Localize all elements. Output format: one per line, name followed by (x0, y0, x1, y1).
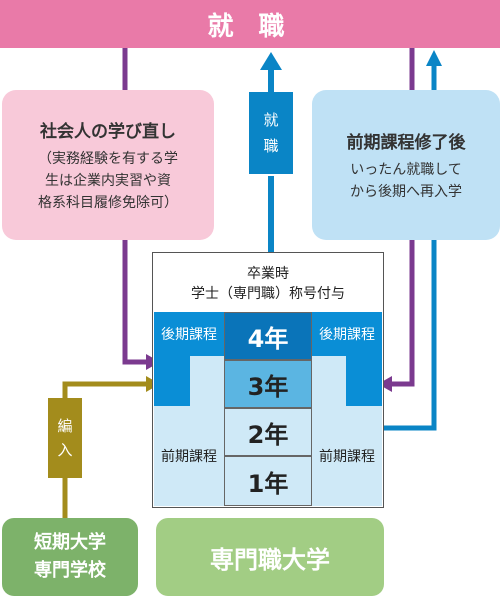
earlier-term-left: 前期課程 (154, 406, 224, 506)
employment-banner: 就 職 (0, 0, 500, 48)
later-term-left-label: 後期課程 (161, 327, 217, 343)
readmission-arrowhead (378, 376, 392, 392)
junior-college-line-1: 短期大学 (34, 532, 106, 553)
transfer-char-2: 入 (57, 441, 73, 459)
graduation-note: 卒業時 学士（専門職）称号付与 (152, 256, 384, 312)
employment-arrow-label: 就 職 (249, 92, 293, 174)
graduation-note-line-2: 学士（専門職）称号付与 (191, 286, 345, 302)
transfer-arrow (62, 381, 146, 518)
adult-learning-line-3: 格系科目履修免除可） (38, 194, 178, 211)
adult-entry-arrow (122, 48, 146, 365)
year-1-cell: 1年 (224, 456, 312, 506)
junior-college-box: 短期大学 専門学校 (2, 518, 138, 596)
later-term-left-step (154, 356, 190, 406)
earlier-term-left-label: 前期課程 (161, 449, 217, 465)
adult-learning-line-1: （実務経験を有する学 (38, 150, 178, 167)
graduation-note-line-1: 卒業時 (247, 266, 289, 282)
year-3-label: 3年 (247, 372, 289, 401)
transfer-char-1: 編 (57, 417, 73, 435)
later-term-right-label: 後期課程 (319, 327, 375, 343)
year-4-cell: 4年 (224, 312, 312, 360)
graduation-employment-arrowhead (260, 52, 282, 70)
first-term-box: 前期課程修了後 いったん就職して から後期へ再入学 (312, 90, 500, 240)
earlier-term-right-label: 前期課程 (319, 449, 375, 465)
employment-arrow-char-2: 職 (263, 137, 279, 155)
later-term-right: 後期課程 (312, 312, 382, 356)
earlier-term-right: 前期課程 (312, 406, 382, 506)
employment-banner-label: 就 職 (207, 11, 293, 42)
adult-learning-title: 社会人の学び直し (40, 121, 176, 142)
later-term-right-step (346, 356, 382, 406)
employment-arrow-char-1: 就 (263, 111, 279, 129)
later-term-left: 後期課程 (154, 312, 224, 356)
year-3-cell: 3年 (224, 360, 312, 408)
first-term-line-2: から後期へ再入学 (350, 183, 462, 200)
junior-college-line-2: 専門学校 (34, 560, 106, 581)
year-1-label: 1年 (247, 469, 289, 498)
first-term-title: 前期課程修了後 (346, 132, 466, 153)
year-4-label: 4年 (247, 324, 289, 353)
adult-learning-line-2: 生は企業内実習や資 (45, 172, 171, 189)
year-2-cell: 2年 (224, 408, 312, 456)
first-term-employment-arrowhead (426, 50, 442, 66)
year-2-label: 2年 (247, 420, 289, 449)
earlier-term-left-upper (190, 356, 224, 406)
transfer-label: 編 入 (48, 398, 82, 478)
professional-university-label: 専門職大学 (210, 545, 330, 574)
professional-university-box: 専門職大学 (156, 518, 384, 596)
adult-learning-box: 社会人の学び直し （実務経験を有する学 生は企業内実習や資 格系科目履修免除可） (2, 90, 214, 240)
readmission-arrow (392, 48, 415, 387)
earlier-term-right-upper (312, 356, 346, 406)
first-term-employment-arrow (384, 66, 437, 431)
first-term-line-1: いったん就職して (350, 161, 462, 178)
